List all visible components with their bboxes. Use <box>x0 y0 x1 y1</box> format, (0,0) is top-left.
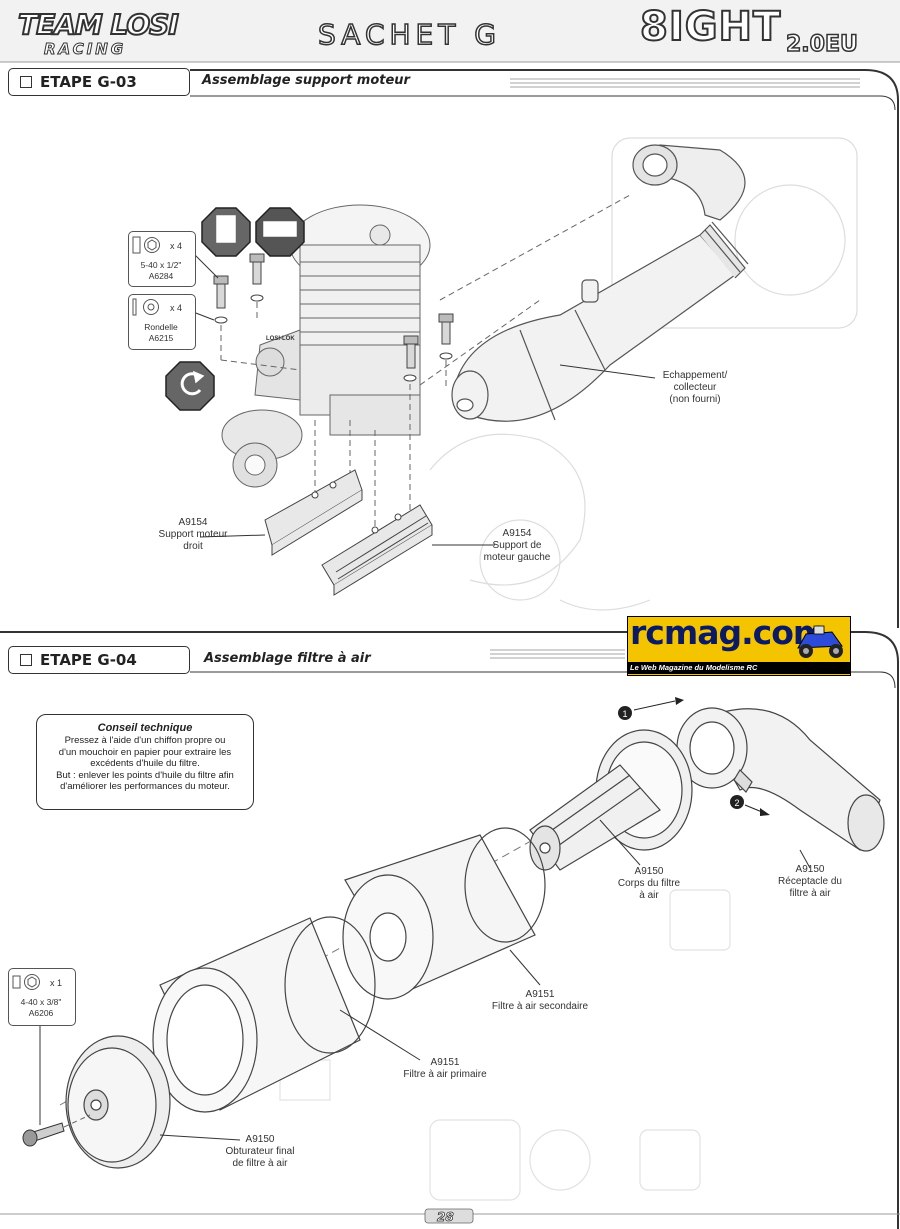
air-filter-illustration: 1 2 <box>22 697 885 1201</box>
technical-tip-title: Conseil technique <box>97 722 193 734</box>
mount-left-line2: moteur gauche <box>483 552 551 563</box>
secondary-filter-label: A9151 Filtre à air secondaire <box>480 989 600 1013</box>
end-cap-line2: de filtre à air <box>232 1158 288 1169</box>
washer-icon <box>132 298 159 316</box>
receptacle-part: A9150 <box>795 864 825 875</box>
screw-icon <box>132 236 160 254</box>
step-g03-checkbox[interactable] <box>20 76 32 88</box>
primary-filter-label: A9151 Filtre à air primaire <box>385 1057 505 1081</box>
brand-logo-sub: RACING <box>43 40 127 59</box>
screw-size: 5-40 x 1/2" <box>140 260 182 270</box>
filter-body-label: A9150 Corps du filtre à air <box>604 866 694 902</box>
end-cap-screw <box>22 1122 65 1147</box>
filter-body <box>529 729 693 871</box>
washer-part: A6215 <box>148 333 174 343</box>
tool-octagons <box>165 207 305 411</box>
receptacle-line1: Réceptacle du <box>778 876 842 887</box>
filter-body-line1: Corps du filtre <box>617 878 681 889</box>
rcmag-tagline-strip <box>627 662 851 674</box>
callout-1: 1 <box>622 709 627 719</box>
step-g03-subtitle: Assemblage support moteur <box>202 73 410 88</box>
engine-mounts <box>264 469 433 596</box>
step-g04-tab <box>8 646 190 674</box>
header-band <box>0 0 900 62</box>
step-g04-title: ETAPE G-04 <box>20 651 137 669</box>
exhaust-label-line3: (non fourni) <box>669 394 721 405</box>
mount-left-label: A9154 Support de moteur gauche <box>472 528 562 564</box>
filter-body-part: A9150 <box>634 866 664 877</box>
engine-body <box>221 204 431 488</box>
tip-line-4: But : enlever les points d'huile du filt… <box>56 769 234 781</box>
screw-part: A6284 <box>148 271 174 281</box>
step-g03-title-text: ETAPE G-03 <box>40 73 137 91</box>
tip-line-3: excédents d'huile du filtre. <box>90 758 200 769</box>
secondary-filter-line1: Filtre à air secondaire <box>491 1001 589 1012</box>
callout-2: 2 <box>734 798 739 808</box>
tip-line-5: d'améliorer les performances du moteur. <box>60 781 230 792</box>
filter-end-cap <box>65 1035 171 1169</box>
engine-mount-illustration <box>165 137 858 611</box>
filter-body-line2: à air <box>639 890 659 901</box>
receptacle-label: A9150 Réceptacle du filtre à air <box>765 864 855 900</box>
mount-right-label: A9154 Support moteur droit <box>148 517 238 553</box>
washer-qty: x 4 <box>170 303 183 313</box>
secondary-filter-part: A9151 <box>525 989 555 1000</box>
bag-title: SACHET G <box>317 17 501 52</box>
step-g04-checkbox[interactable] <box>20 654 32 666</box>
rcmag-logo: rcmag.com <box>630 613 827 652</box>
technical-tip-body: Pressez à l'aide d'un chiffon propre ou … <box>36 735 254 793</box>
exhaust-pipe <box>451 144 749 422</box>
g04-screw-icon <box>12 974 40 990</box>
g04-screw-part: A6206 <box>28 1008 54 1018</box>
end-cap-line1: Obturateur final <box>225 1146 295 1157</box>
g04-screw-qty: x 1 <box>50 978 63 988</box>
exhaust-label-line2: collecteur <box>673 382 717 393</box>
step-g03-title: ETAPE G-03 <box>20 73 137 91</box>
step-g03-tab <box>8 68 190 96</box>
primary-filter <box>152 916 376 1113</box>
washer-hardware-box <box>128 294 196 350</box>
model-logo: 8IGHT <box>639 3 782 51</box>
secondary-filter <box>342 827 546 1000</box>
step-g04-subtitle: Assemblage filtre à air <box>204 651 371 666</box>
primary-filter-part: A9151 <box>430 1057 460 1068</box>
screw-qty: x 4 <box>170 241 183 251</box>
rcmag-tagline: Le Web Magazine du Modelisme RC <box>630 663 758 672</box>
screws <box>213 253 454 382</box>
mount-right-part: A9154 <box>178 517 208 528</box>
exhaust-label: Echappement/ collecteur (non fourni) <box>650 370 740 406</box>
technical-tip-box <box>36 714 254 810</box>
page-number: 28 <box>437 1210 454 1225</box>
mount-left-line1: Support de <box>492 540 542 551</box>
mount-left-part: A9154 <box>502 528 532 539</box>
end-cap-label: A9150 Obturateur final de filtre à air <box>215 1134 305 1170</box>
tip-line-1: Pressez à l'aide d'un chiffon propre ou <box>64 735 226 746</box>
mount-right-line2: droit <box>183 541 203 552</box>
receptacle-line2: filtre à air <box>789 888 831 899</box>
step-g04-title-text: ETAPE G-04 <box>40 651 137 669</box>
model-logo-sub: 2.0EU <box>785 31 858 58</box>
brand-logo: TEAM LOSI <box>17 7 180 42</box>
primary-filter-line1: Filtre à air primaire <box>403 1069 487 1080</box>
filter-receptacle <box>676 707 885 852</box>
g04-screw-size: 4-40 x 3/8" <box>20 997 62 1007</box>
tool-losi-lok-label: LOSI-LOK <box>266 336 295 342</box>
mount-right-line1: Support moteur <box>158 529 228 540</box>
exhaust-label-line1: Echappement/ <box>662 370 728 381</box>
washer-name: Rondelle <box>144 322 178 332</box>
tip-line-2: d'un mouchoir en papier pour extraire le… <box>58 746 232 758</box>
end-cap-part: A9150 <box>245 1134 275 1145</box>
rc-car-icon <box>797 625 843 658</box>
